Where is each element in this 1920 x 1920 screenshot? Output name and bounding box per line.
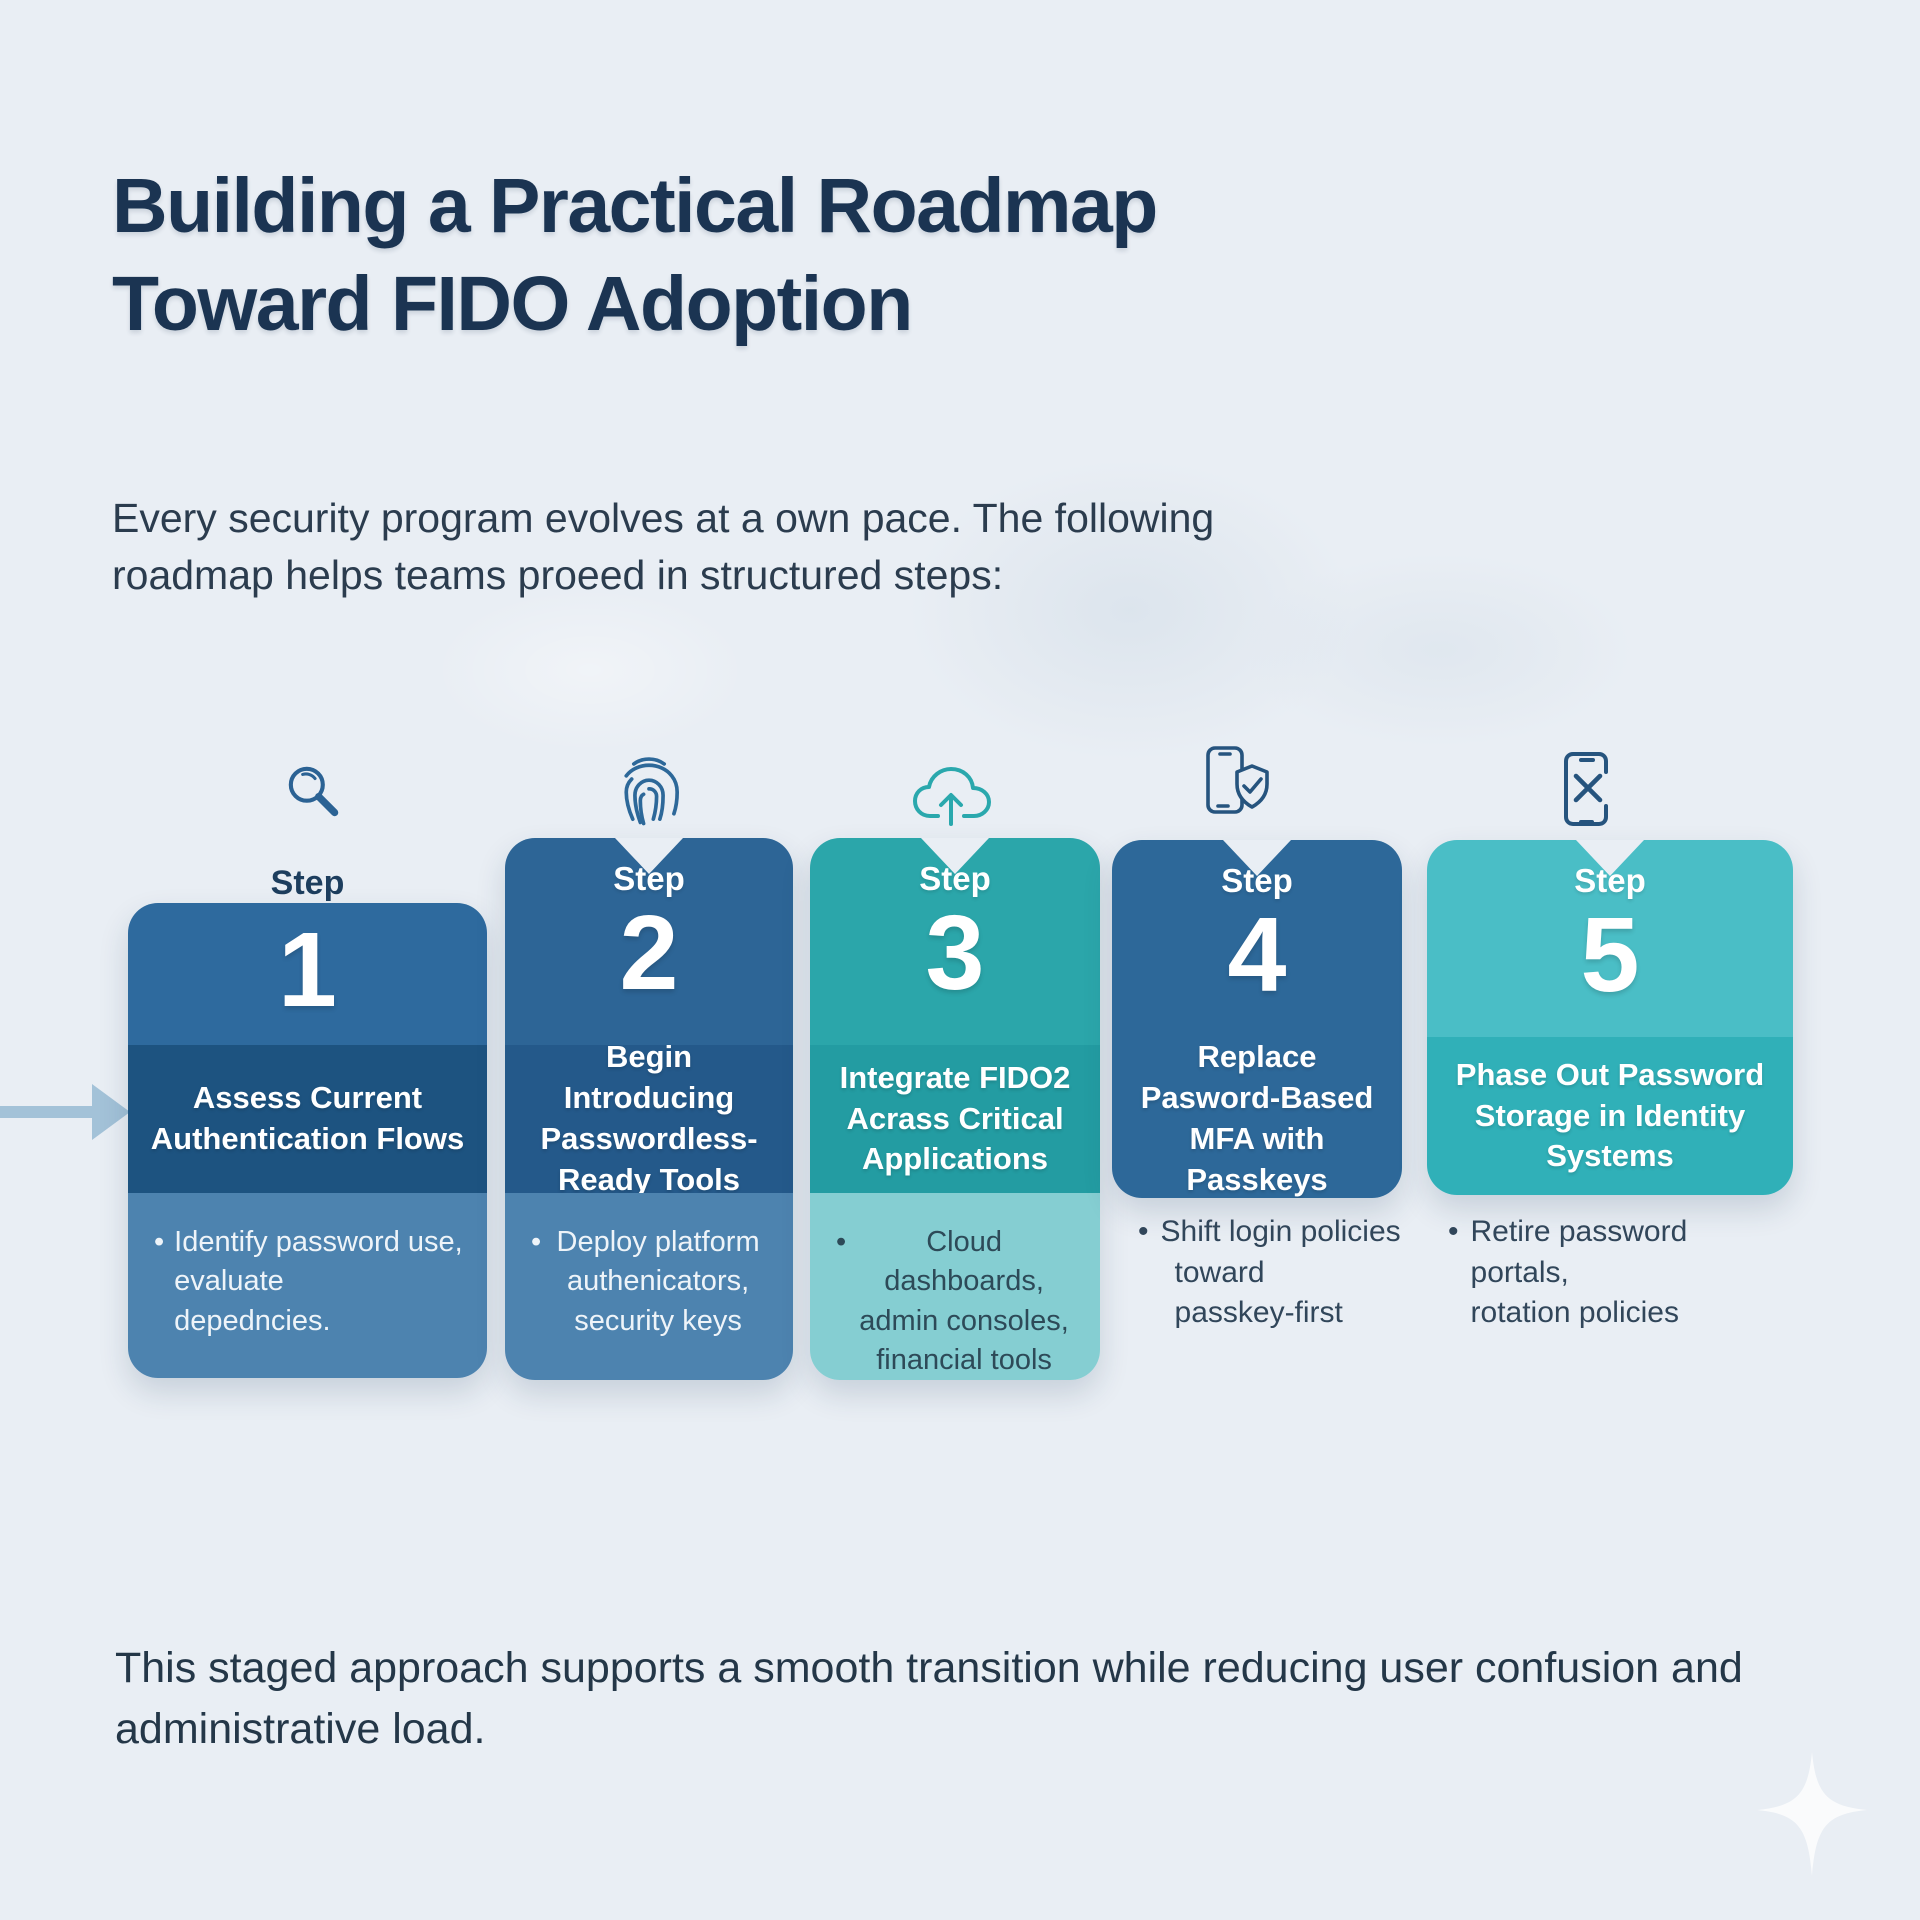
step-card-1: 1 Assess Current Authentication Flows • … <box>128 903 487 1378</box>
subtitle-line-1: Every security program evolves at a own … <box>112 495 1215 541</box>
page-title-line-2: Toward FIDO Adoption <box>112 260 913 347</box>
card-top-notch <box>615 838 683 874</box>
bullet-dot: • <box>154 1226 165 1258</box>
flow-arrow-head <box>92 1084 130 1140</box>
background-watermark-blob <box>380 560 800 780</box>
bullet-line: financial tools <box>876 1344 1052 1377</box>
bullet-line: evaluate <box>174 1265 284 1298</box>
step-2-number: 2 <box>619 894 679 1012</box>
step-4-number-section: Step 4 <box>1112 840 1402 1040</box>
step-2-title: Begin Introducing Passwordless-Ready Too… <box>540 1039 758 1197</box>
step-4-number: 4 <box>1227 896 1287 1014</box>
magnifier-icon <box>280 760 346 826</box>
bullet-line: security keys <box>574 1304 742 1337</box>
fingerprint-icon <box>614 752 684 830</box>
bullet-line: Retire password <box>1470 1215 1688 1248</box>
card-top-notch <box>921 838 989 874</box>
phone-x-icon <box>1556 748 1618 830</box>
step-1-number-section: 1 <box>128 903 487 1045</box>
step-2-bullets-section: • Deploy platform authenicators, securit… <box>505 1193 793 1380</box>
background-watermark-blob <box>820 400 1440 820</box>
bullet-dot: • <box>1138 1215 1149 1248</box>
bullet-line: Identify password use, <box>174 1226 463 1258</box>
page-title-line-1: Building a Practical Roadmap <box>112 163 1158 249</box>
step-2-title-band: Begin Introducing Passwordless-Ready Too… <box>505 1039 793 1197</box>
bullet-dot: • <box>836 1226 847 1258</box>
step-3-title-band: Integrate FIDO2 Acrass Critical Applicat… <box>810 1045 1100 1193</box>
step-1-bullets-section: • Identify password use, evaluate depedn… <box>128 1193 487 1378</box>
bullet-line: Cloud dashboards, <box>884 1226 1044 1298</box>
footer-line-1: This staged approach supports a smooth t… <box>115 1644 1743 1692</box>
subtitle-line-2: roadmap helps teams proeed in structured… <box>112 551 1004 598</box>
step-5-number: 5 <box>1580 896 1640 1014</box>
step-5-title: Phase Out Password Storage in Identity S… <box>1455 1056 1765 1174</box>
bullet-line: authenicators, <box>566 1265 750 1298</box>
bullet-line: Deploy platform <box>556 1226 760 1258</box>
step-card-4: Step 4 Replace Pasword-Based MFA with Pa… <box>1112 840 1402 1198</box>
step-card-2: Step 2 Begin Introducing Passwordless-Re… <box>505 838 793 1380</box>
step-1-title-band: Assess Current Authentication Flows <box>128 1045 487 1193</box>
bullet-line: admin consoles, <box>859 1304 1069 1337</box>
bullet-line: depedncies. <box>174 1304 331 1337</box>
background-watermark-blob <box>1180 520 1700 780</box>
bullet-line: Shift login policies <box>1160 1215 1401 1248</box>
flow-arrow-line <box>0 1106 94 1118</box>
card-top-notch <box>1576 840 1644 876</box>
page-title: Building a Practical Roadmap Toward FIDO… <box>112 158 1158 354</box>
footer-line-2: administrative load. <box>115 1705 486 1754</box>
footer-paragraph: This staged approach supports a smooth t… <box>115 1638 1815 1760</box>
step-4-title: Replace Pasword-Based MFA with Passkeys <box>1140 1039 1374 1197</box>
cloud-upload-icon <box>910 762 994 830</box>
card-top-notch <box>1223 840 1291 876</box>
step-3-bullets-section: • Cloud dashboards, admin consoles, fina… <box>810 1193 1100 1380</box>
step-5-title-band: Phase Out Password Storage in Identity S… <box>1427 1037 1793 1195</box>
step-4-bullets: • Shift login policies toward passkey-fi… <box>1138 1212 1438 1334</box>
bullet-line: passkey-first <box>1174 1296 1343 1329</box>
step-card-3: Step 3 Integrate FIDO2 Acrass Critical A… <box>810 838 1100 1380</box>
bullet-item: • Identify password use, evaluate depedn… <box>154 1223 469 1341</box>
bullet-item: • Cloud dashboards, admin consoles, fina… <box>836 1223 1082 1380</box>
bullet-line: rotation policies <box>1470 1296 1679 1329</box>
step-3-title: Integrate FIDO2 Acrass Critical Applicat… <box>839 1059 1071 1177</box>
flow-arrow <box>0 1084 130 1140</box>
step-1-number: 1 <box>278 911 337 1029</box>
bullet-dot: • <box>1448 1215 1459 1248</box>
step-4-title-area: Replace Pasword-Based MFA with Passkeys <box>1112 1039 1402 1198</box>
bullet-dot: • <box>531 1226 542 1258</box>
step-1-label: Step <box>270 864 345 902</box>
step-card-5: Step 5 Phase Out Password Storage in Ide… <box>1427 840 1793 1195</box>
bullet-line: toward <box>1174 1255 1265 1289</box>
phone-shield-check-icon <box>1200 744 1274 828</box>
page-subtitle: Every security program evolves at a own … <box>112 490 1214 603</box>
bullet-line: portals, <box>1470 1255 1569 1289</box>
sparkle-icon <box>1752 1748 1872 1885</box>
step-1-title: Assess Current Authentication Flows <box>150 1080 465 1156</box>
step-3-number: 3 <box>925 894 985 1012</box>
bullet-item: • Deploy platform authenicators, securit… <box>531 1223 775 1341</box>
step-5-bullets: • Retire password portals, rotation poli… <box>1448 1212 1778 1334</box>
